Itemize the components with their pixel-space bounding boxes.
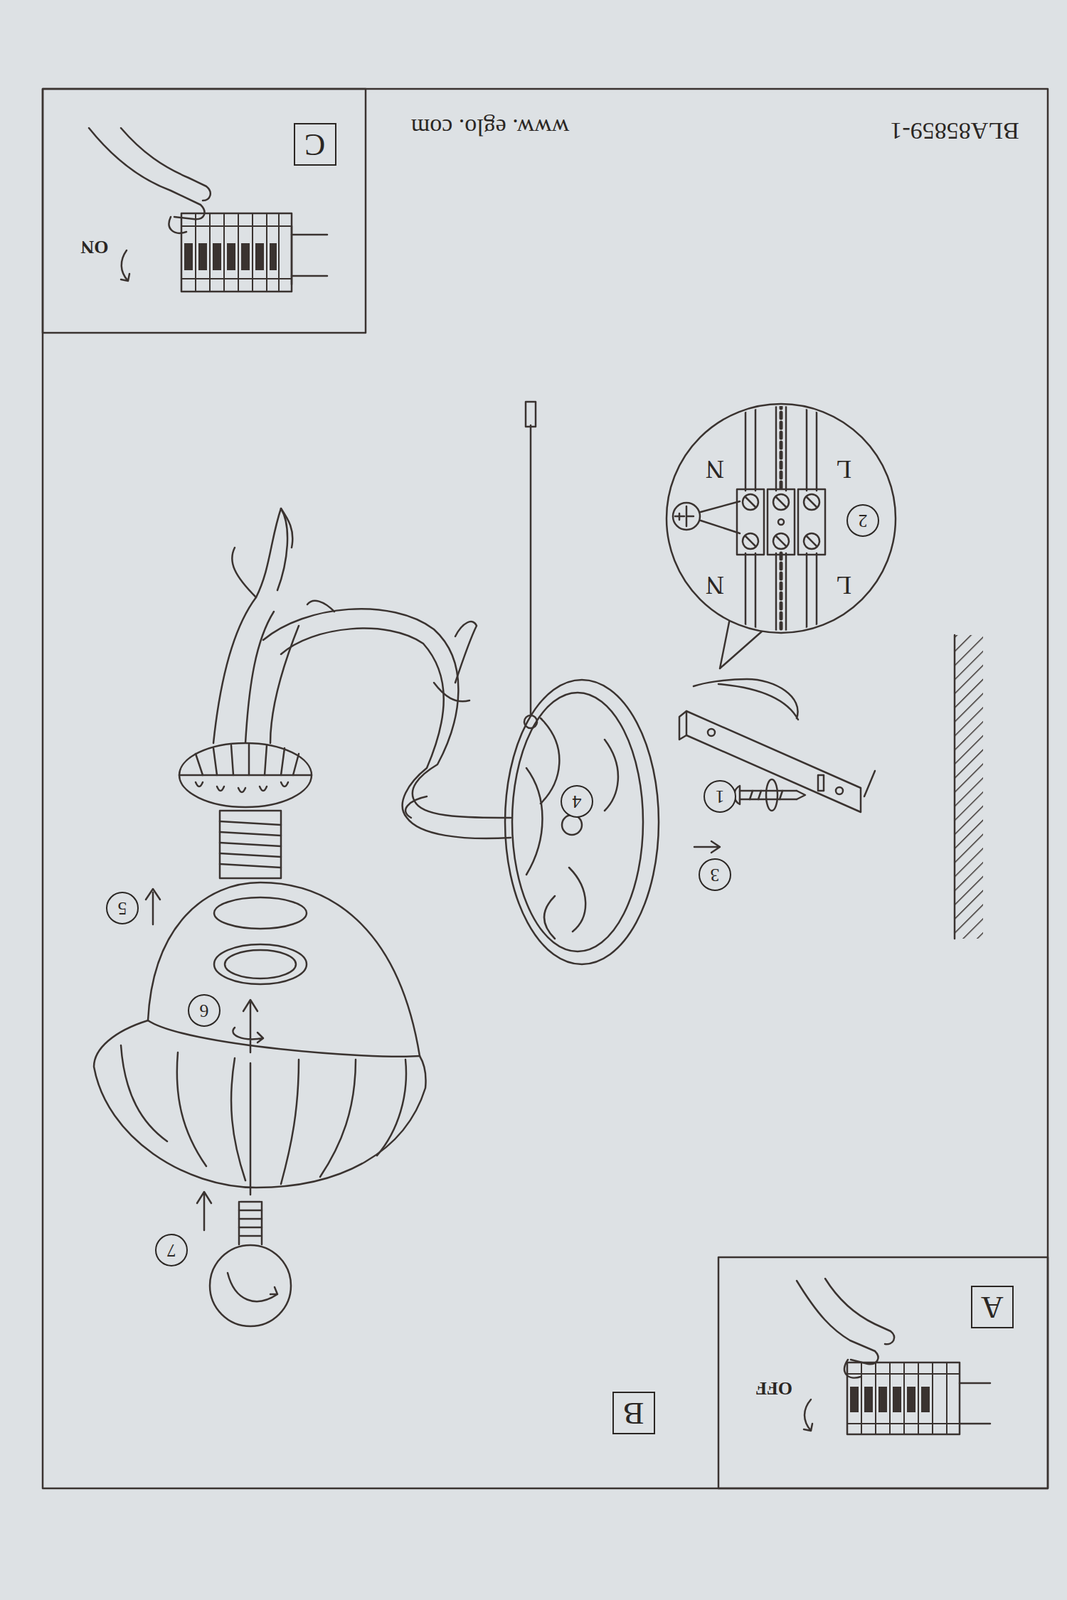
- callout-number: 6: [187, 994, 221, 1028]
- breaker-symbol: [181, 213, 328, 292]
- panel-frame: [718, 1257, 1048, 1489]
- callout-number: 1: [703, 780, 737, 814]
- step-letter: B: [623, 1397, 644, 1430]
- callout-number: 7: [155, 1234, 188, 1267]
- direction-arrow: [145, 889, 161, 925]
- callout-number: 2: [846, 504, 880, 538]
- terminal-label: N: [705, 572, 725, 599]
- terminal-inset: [666, 392, 896, 669]
- callout-number: 5: [105, 892, 139, 925]
- callout-number: 3: [698, 858, 732, 892]
- step-letter-box: A: [970, 1286, 1014, 1329]
- hand-drawing: [88, 128, 211, 234]
- terminal-label: N: [705, 456, 725, 483]
- step-letter: A: [980, 1291, 1004, 1324]
- website-url: www. eglo. com: [411, 115, 570, 140]
- step-letter-box: C: [293, 123, 337, 166]
- direction-arrow: [803, 1399, 813, 1432]
- glass-shade: [93, 882, 427, 1196]
- light-bulb: [209, 1202, 291, 1327]
- switch-state: ON: [81, 237, 109, 257]
- breaker-symbol: [847, 1362, 991, 1435]
- threaded-rod: [525, 401, 536, 719]
- step-letter-box: B: [612, 1392, 656, 1435]
- part-number: BLA85859-1: [889, 118, 1019, 143]
- sheet-border: [42, 88, 1048, 1489]
- hand-drawing: [796, 1278, 895, 1379]
- switch-state: OFF: [755, 1379, 793, 1398]
- direction-arrow: [694, 841, 720, 853]
- direction-arrow: [197, 1192, 212, 1231]
- callout-number: 4: [560, 785, 594, 819]
- wall-hatch: [954, 635, 984, 939]
- wall-canopy: [505, 680, 659, 965]
- terminal-label: L: [835, 572, 852, 599]
- step-letter: C: [304, 128, 326, 161]
- terminal-label: L: [835, 456, 852, 483]
- panel-frame: [42, 88, 366, 333]
- direction-arrow: [120, 250, 130, 281]
- supply-wires: [693, 679, 799, 720]
- lamp-holder: [179, 743, 312, 879]
- screw-drawing: [734, 779, 806, 811]
- mounting-bracket: [679, 711, 875, 813]
